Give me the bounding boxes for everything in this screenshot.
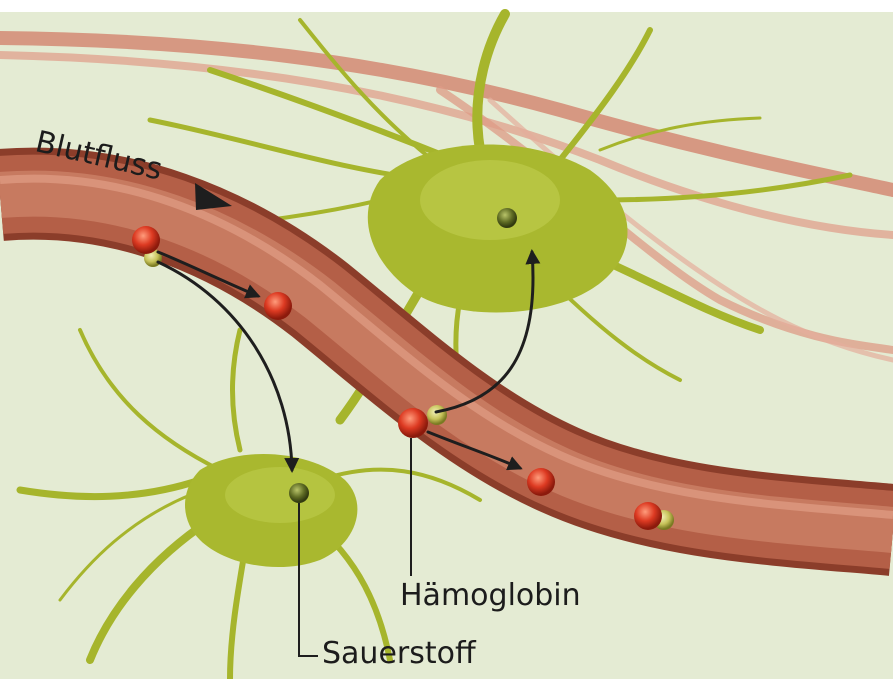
red-blood-cell-1 xyxy=(132,226,160,254)
red-blood-cell-5 xyxy=(634,502,662,530)
red-blood-cell-2 xyxy=(264,292,292,320)
top-margin xyxy=(0,0,893,12)
oxygen-molecule-upper xyxy=(497,208,517,228)
oxygen-molecule-lower xyxy=(289,483,309,503)
label-hemoglobin: Hämoglobin xyxy=(400,578,581,613)
hemoglobin-2 xyxy=(427,405,447,425)
red-blood-cell-4 xyxy=(527,468,555,496)
label-oxygen: Sauerstoff xyxy=(322,636,476,671)
red-blood-cell-3 xyxy=(398,408,428,438)
